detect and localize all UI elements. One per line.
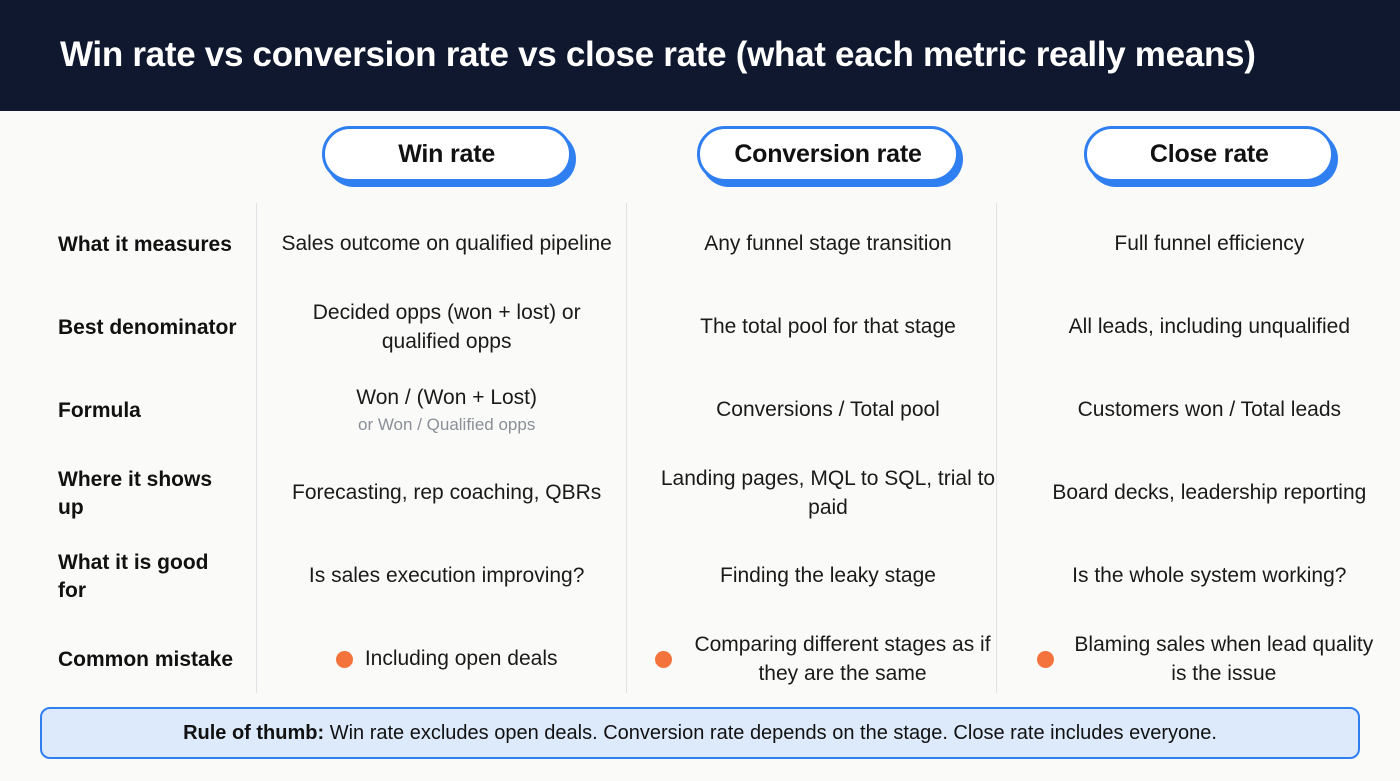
cell-win-rate-formula: Won / (Won + Lost) or Won / Qualified op…	[256, 384, 637, 437]
rule-of-thumb-body: Win rate excludes open deals. Conversion…	[324, 721, 1217, 744]
bullet-dot-icon	[1036, 651, 1054, 668]
table-row: What it is good for Is sales execution i…	[0, 535, 1400, 618]
page-title: Win rate vs conversion rate vs close rat…	[60, 35, 1256, 75]
cell-win-rate-common-mistake: Including open deals	[256, 645, 637, 673]
cell-conversion-rate-what-it-is-good-for: Finding the leaky stage	[720, 564, 936, 588]
table-grid: What it measures Sales outcome on qualif…	[0, 197, 1400, 707]
cell-conversion-rate-where-it-shows-up: Landing pages, MQL to SQL, trial to paid	[660, 467, 996, 519]
rule-of-thumb-banner: Rule of thumb: Win rate excludes open de…	[40, 707, 1360, 759]
cell-close-rate-what-it-measures: Full funnel efficiency	[1114, 232, 1305, 256]
bullet-dot-icon	[335, 651, 353, 668]
cell-win-rate-what-it-measures: Sales outcome on qualified pipeline	[281, 232, 612, 256]
rule-of-thumb-text: Rule of thumb: Win rate excludes open de…	[183, 722, 1217, 745]
table-row: Where it shows up Forecasting, rep coach…	[0, 452, 1400, 535]
cell-close-rate-formula: Customers won / Total leads	[1077, 398, 1342, 422]
cell-conversion-rate-formula: Conversions / Total pool	[716, 398, 940, 422]
table-row: What it measures Sales outcome on qualif…	[0, 203, 1400, 286]
column-pill-label: Win rate	[398, 139, 496, 168]
table-row: Best denominator Decided opps (won + los…	[0, 286, 1400, 369]
cell-win-rate-what-it-is-good-for: Is sales execution improving?	[308, 564, 585, 588]
header-band: Win rate vs conversion rate vs close rat…	[0, 0, 1400, 111]
row-label-formula: Formula	[58, 398, 141, 422]
column-header-row: Win rate Conversion rate Close rate	[0, 111, 1400, 197]
cell-close-rate-best-denominator: All leads, including unqualified	[1068, 315, 1350, 339]
formula-main: Won / (Won + Lost)	[356, 385, 538, 409]
cell-win-rate-where-it-shows-up: Forecasting, rep coaching, QBRs	[292, 481, 602, 505]
cell-close-rate-where-it-shows-up: Board decks, leadership reporting	[1052, 481, 1367, 505]
column-header-cell-conversion-rate: Conversion rate	[637, 126, 1018, 182]
column-pill-close-rate[interactable]: Close rate	[1084, 126, 1335, 182]
row-label-common-mistake: Common mistake	[58, 647, 234, 671]
comparison-table: What it measures Sales outcome on qualif…	[0, 197, 1400, 707]
row-label-what-it-measures: What it measures	[58, 232, 232, 256]
cell-conversion-rate-common-mistake: Comparing different stages as if they ar…	[637, 631, 1018, 687]
column-header-cell-win-rate: Win rate	[256, 126, 637, 182]
cell-close-rate-what-it-is-good-for: Is the whole system working?	[1072, 564, 1347, 588]
row-label-what-it-is-good-for: What it is good for	[58, 550, 209, 602]
cell-conversion-rate-what-it-measures: Any funnel stage transition	[704, 232, 952, 256]
column-pill-win-rate[interactable]: Win rate	[321, 126, 572, 182]
column-header-cell-close-rate: Close rate	[1019, 126, 1400, 182]
column-pill-conversion-rate[interactable]: Conversion rate	[697, 126, 959, 182]
table-row: Common mistake Including open deals Comp…	[0, 618, 1400, 701]
cell-close-rate-common-mistake: Blaming sales when lead quality is the i…	[1019, 631, 1400, 687]
mistake-text: Blaming sales when lead quality is the i…	[1074, 633, 1374, 685]
row-label-where-it-shows-up: Where it shows up	[58, 467, 213, 519]
cell-win-rate-best-denominator: Decided opps (won + lost) or qualified o…	[312, 301, 581, 353]
footer-wrap: Rule of thumb: Win rate excludes open de…	[0, 707, 1400, 781]
row-label-best-denominator: Best denominator	[58, 315, 237, 339]
rule-of-thumb-lead: Rule of thumb:	[183, 721, 325, 744]
formula-subtext: or Won / Qualified opps	[357, 415, 536, 435]
mistake-text: Including open deals	[364, 647, 558, 671]
mistake-text: Comparing different stages as if they ar…	[694, 633, 991, 685]
bullet-dot-icon	[655, 651, 673, 668]
table-row: Formula Won / (Won + Lost) or Won / Qual…	[0, 369, 1400, 452]
column-pill-label: Conversion rate	[734, 139, 922, 168]
column-pill-label: Close rate	[1149, 139, 1269, 168]
cell-conversion-rate-best-denominator: The total pool for that stage	[700, 315, 956, 339]
